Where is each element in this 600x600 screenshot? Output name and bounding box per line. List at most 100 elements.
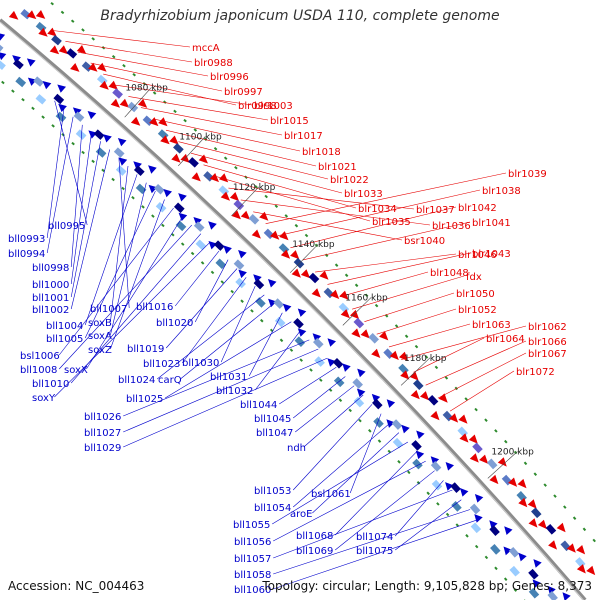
forward-gene-block [383, 348, 394, 360]
reverse-gene-arrow [117, 138, 127, 147]
leader-line [110, 165, 129, 323]
intergenic-mark [260, 318, 264, 323]
reverse-gene-block [372, 398, 383, 410]
intergenic-mark [254, 185, 258, 189]
forward-gene-arrow [110, 98, 120, 108]
gene-label-reverse: bll1019 [127, 344, 164, 355]
leader-line [178, 141, 329, 180]
reverse-gene-arrow [386, 399, 396, 408]
leader-line [84, 174, 138, 326]
reverse-gene-block [95, 147, 107, 158]
intergenic-mark [444, 376, 449, 380]
gene-label-reverse: bll1027 [84, 428, 121, 439]
gene-label-reverse: bll1000 [32, 280, 69, 291]
reverse-gene-block [352, 378, 363, 389]
intergenic-mark [348, 408, 352, 413]
reverse-gene-arrow [297, 328, 307, 337]
reverse-gene-arrow [103, 134, 112, 143]
reverse-gene-block [431, 479, 443, 491]
reverse-gene-block [173, 202, 185, 214]
ruler-label: 1200 kbp [491, 448, 534, 458]
reverse-gene-block [273, 298, 285, 309]
reverse-gene-block [13, 58, 24, 70]
reverse-gene-block [528, 587, 540, 599]
reverse-gene-arrow [415, 450, 425, 460]
forward-gene-block [545, 523, 557, 535]
gene-label-reverse: bll1020 [156, 318, 193, 329]
reverse-gene-block [470, 522, 482, 534]
leader-line [78, 51, 209, 77]
forward-gene-arrow [420, 391, 430, 401]
gene-label-reverse: bll1060 [234, 585, 271, 596]
intergenic-mark [213, 146, 218, 151]
leader-line [364, 292, 455, 322]
gene-label-reverse: bll1032 [216, 386, 253, 397]
reverse-gene-arrow [268, 298, 277, 308]
forward-gene-arrow [430, 410, 440, 421]
reverse-gene-block [293, 317, 304, 329]
forward-gene-arrow [576, 564, 586, 574]
gene-label-reverse: carQ [158, 375, 182, 386]
intergenic-mark [91, 37, 95, 41]
gene-label-reverse: bll1024 [118, 375, 155, 386]
gene-label-reverse: soxX [64, 365, 88, 376]
intergenic-mark [426, 491, 430, 496]
intergenic-mark [494, 566, 498, 571]
reverse-gene-arrow [178, 193, 187, 202]
gene-label-forward: blr1041 [472, 218, 511, 229]
leader-line [165, 321, 292, 399]
gene-label-reverse: bll1068 [296, 531, 333, 542]
forward-gene-arrow [330, 289, 340, 299]
forward-gene-arrow [231, 210, 241, 220]
reverse-gene-arrow [430, 456, 440, 465]
intergenic-mark [424, 355, 429, 359]
intergenic-mark [1, 80, 5, 85]
intergenic-mark [533, 472, 538, 476]
reverse-gene-block [153, 183, 165, 195]
forward-gene-arrow [339, 290, 349, 300]
leader-line [292, 404, 373, 491]
forward-gene-block [308, 272, 320, 284]
reverse-gene-arrow [208, 241, 218, 250]
leader-line [46, 108, 65, 239]
intergenic-mark [200, 261, 205, 265]
reverse-gene-block [430, 461, 442, 472]
gene-label-forward: blr1066 [528, 337, 567, 348]
leader-line [110, 182, 147, 336]
leader-line [123, 357, 328, 448]
genome-summary-text: Topology: circular; Length: 9,105,828 bp… [262, 579, 592, 593]
leader-line [295, 385, 355, 433]
reverse-gene-arrow [416, 430, 425, 439]
leader-line [123, 339, 310, 417]
leader-line [290, 206, 457, 249]
gene-label-forward: blr1017 [284, 131, 323, 142]
leader-line [174, 250, 220, 307]
genome-backbone [0, 18, 587, 600]
leader-line [293, 376, 346, 419]
gene-label-reverse: bsl1006 [20, 351, 60, 362]
intergenic-mark [173, 109, 177, 114]
forward-gene-arrow [537, 519, 547, 530]
reverse-gene-block [412, 458, 423, 470]
gene-labels: bll0995bll0993bll0994bll0998bll1000bll10… [8, 43, 567, 596]
gene-label-forward: bsr1040 [404, 236, 445, 247]
intergenic-mark [592, 538, 596, 543]
reverse-gene-block [93, 129, 105, 140]
intergenic-mark [474, 407, 478, 412]
forward-gene-arrow [389, 350, 399, 360]
intergenic-mark [407, 470, 411, 475]
forward-gene-arrow [371, 348, 381, 358]
reverse-gene-arrow [489, 520, 498, 529]
reverse-gene-block [0, 59, 6, 70]
gene-label-forward: blr1003 [254, 101, 293, 112]
leader-line [449, 370, 515, 412]
reverse-gene-block [411, 440, 422, 451]
intergenic-mark [474, 544, 479, 549]
intergenic-mark [294, 223, 299, 228]
leader-line [425, 340, 527, 386]
gene-label-forward: fdx [466, 272, 482, 283]
leader-line [293, 422, 391, 508]
leader-line [254, 330, 301, 391]
gene-label-reverse: bll1053 [254, 486, 291, 497]
reverse-gene-arrow [401, 424, 410, 434]
